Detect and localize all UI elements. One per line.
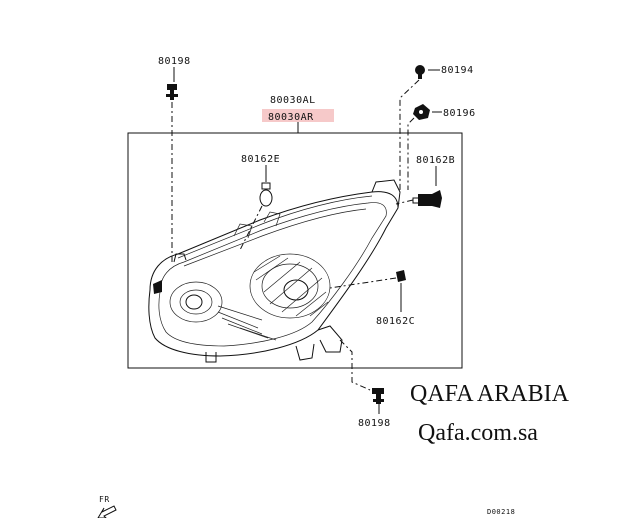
- bulb-e-icon: [259, 182, 273, 207]
- bolt-top-icon: [166, 84, 178, 100]
- highlight-80030AR: [262, 109, 334, 122]
- bulb-b-icon: [412, 190, 442, 208]
- headlamp-assembly-drawing: [148, 179, 401, 363]
- label-80198-top[interactable]: 80198: [158, 56, 191, 67]
- diagram-code: D00218: [487, 508, 515, 516]
- watermark-line1: QAFA ARABIA: [410, 381, 570, 407]
- front-arrow-icon: [97, 505, 117, 518]
- bulb-c-icon: [396, 270, 406, 282]
- direction-label: FR: [99, 495, 110, 504]
- label-80030AL[interactable]: 80030AL: [270, 95, 316, 106]
- bolt-right-top-icon: [415, 65, 425, 79]
- bolt-bottom-icon: [372, 388, 384, 404]
- watermark-line2: Qafa.com.sa: [418, 420, 538, 446]
- label-80198-bottom[interactable]: 80198: [358, 418, 391, 429]
- label-80162E[interactable]: 80162E: [241, 154, 280, 165]
- label-80162C[interactable]: 80162C: [376, 316, 415, 327]
- assembly-frame: [127, 132, 463, 369]
- nut-right-icon: [413, 104, 430, 120]
- label-80196[interactable]: 80196: [443, 108, 476, 119]
- label-80030AR[interactable]: 80030AR: [268, 112, 314, 123]
- label-80162B[interactable]: 80162B: [416, 155, 455, 166]
- label-80194[interactable]: 80194: [441, 65, 474, 76]
